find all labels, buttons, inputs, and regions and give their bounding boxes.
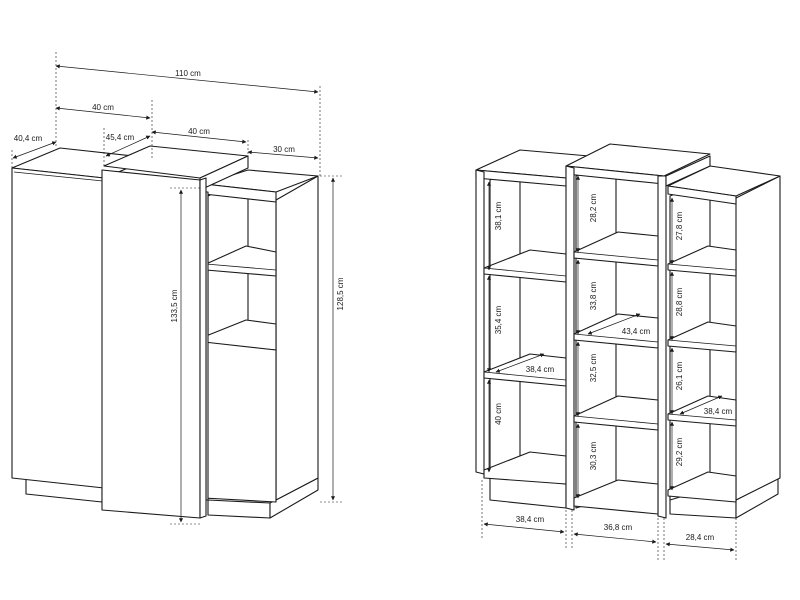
right-depth-label: 30 cm <box>273 145 295 154</box>
right-cabinet-door <box>203 341 277 503</box>
left-shelf-top-label: 38,1 cm <box>494 201 503 230</box>
middle-cabinet-front <box>101 169 201 519</box>
dimension-open-right-depth: 38,4 cm <box>679 395 733 416</box>
mid-shelf-3-label: 32,5 cm <box>589 353 598 382</box>
bottom-left-width-label: 38,4 cm <box>516 515 545 524</box>
open-middle-left-side <box>565 165 575 511</box>
mid-shelf-4-label: 30,3 cm <box>589 441 598 470</box>
open-middle-right-side <box>657 175 667 519</box>
dimension-open-left-heights: 38,1 cm 35,4 cm 40 cm <box>486 181 503 473</box>
dimension-total-width: 110 cm <box>55 52 321 176</box>
right-cabinet-side <box>275 175 319 501</box>
open-right-section <box>667 165 781 503</box>
total-width-label: 110 cm <box>175 69 201 78</box>
right-shelf-4-label: 29,2 cm <box>675 437 684 466</box>
right-cabinet <box>203 169 319 503</box>
dimension-left-depth: 40,4 cm <box>11 134 57 168</box>
dimension-open-left-depth: 38,4 cm <box>495 353 555 374</box>
right-shelf-1-label: 27,8 cm <box>675 211 684 240</box>
middle-width-label: 40 cm <box>188 127 210 136</box>
dimension-right-depth: 30 cm <box>247 145 319 160</box>
left-shelf-mid-label: 35,4 cm <box>494 305 503 334</box>
dimension-open-right-heights: 27,8 cm 28,8 cm 26,1 cm 29,2 cm <box>669 197 684 491</box>
right-plinth <box>207 499 271 519</box>
right-shelf-3-label: 26,1 cm <box>675 361 684 390</box>
right-shelf-depth-label: 38,4 cm <box>704 407 733 416</box>
right-height-label: 128,5 cm <box>336 277 345 310</box>
left-cabinet-front <box>11 167 105 489</box>
open-shelving-view: 38,1 cm 35,4 cm 40 cm 38,4 cm 28,2 cm 33… <box>475 143 781 560</box>
mid-shelf-1-label: 28,2 cm <box>589 193 598 222</box>
dimension-open-bottom-widths: 38,4 cm 36,8 cm 28,4 cm <box>481 480 737 560</box>
mid-shelf-2-label: 33,8 cm <box>589 281 598 310</box>
middle-height-label: 133,5 cm <box>170 289 179 322</box>
dimension-open-middle-depth: 43,4 cm <box>587 313 651 336</box>
open-middle-shelf-3 <box>573 395 659 431</box>
dimension-open-middle-heights: 28,2 cm 33,8 cm 32,5 cm 30,3 cm <box>575 175 598 499</box>
middle-cabinet-side-panel <box>199 177 207 519</box>
mid-shelf-depth-label: 43,4 cm <box>622 327 651 336</box>
open-left-side <box>475 169 485 475</box>
left-depth-label: 40,4 cm <box>14 134 43 143</box>
dimension-right-height: 128,5 cm <box>320 175 345 503</box>
left-shelf-depth-label: 38,4 cm <box>526 365 555 374</box>
open-middle-right-wall <box>665 155 711 187</box>
left-shelf-bottom-label: 40 cm <box>494 403 503 425</box>
open-right-top-front <box>667 185 737 205</box>
left-cabinet-door-edge <box>13 171 104 182</box>
dimension-middle-height: 133,5 cm <box>170 187 200 525</box>
open-middle-shelf-1 <box>573 231 659 267</box>
closed-cabinet-view: 110 cm 40 cm 40,4 cm 45,4 cm 40 cm <box>11 52 345 525</box>
open-middle-bottom <box>573 479 659 515</box>
right-shelf-2-label: 28,8 cm <box>675 287 684 316</box>
bottom-right-width-label: 28,4 cm <box>686 533 715 542</box>
dimension-left-width: 40 cm <box>55 100 153 158</box>
left-width-label: 40 cm <box>92 103 114 112</box>
open-right-bottom <box>667 471 737 503</box>
open-right-side <box>735 175 781 501</box>
dimension-middle-depth: 45,4 cm <box>103 128 151 166</box>
bottom-mid-width-label: 36,8 cm <box>604 523 633 532</box>
middle-depth-label: 45,4 cm <box>106 133 135 142</box>
